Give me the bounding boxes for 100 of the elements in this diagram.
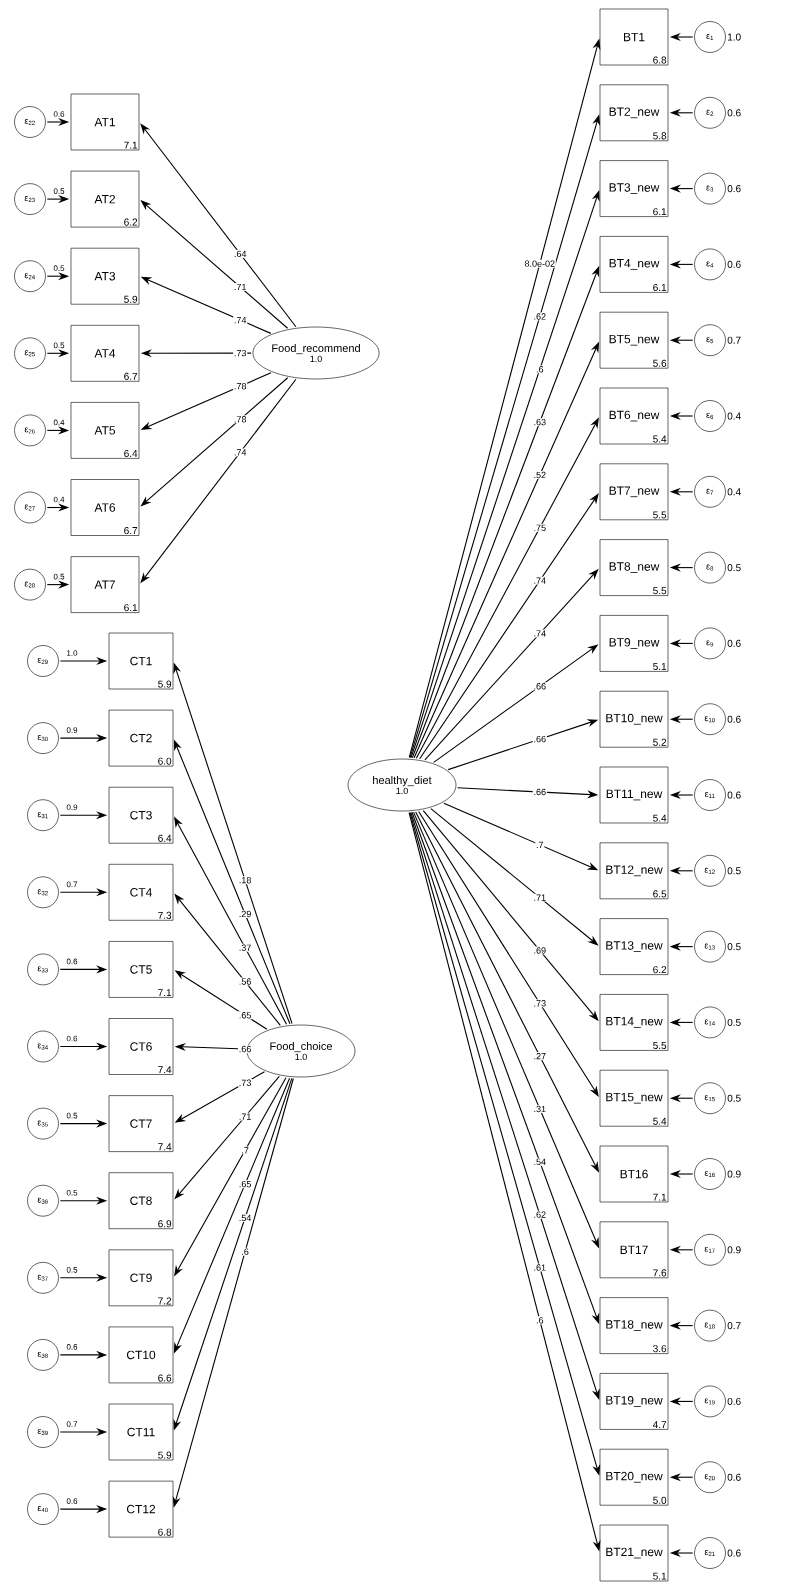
variance-label: 0.5: [727, 1094, 741, 1102]
indicator-box: BT14_new 5.5: [599, 994, 669, 1051]
indicator-box: AT2 6.2: [70, 170, 140, 228]
variance-label: 0.6: [727, 1397, 741, 1405]
indicator-box: CT12 6.8: [108, 1480, 174, 1538]
edge-label: .66: [534, 735, 546, 743]
edge-label: .62: [534, 313, 546, 320]
variance-label: 0.5: [727, 564, 741, 572]
edge-label: .71: [234, 283, 246, 291]
edge-label: .29: [239, 910, 251, 918]
variance-label: 0.7: [65, 881, 79, 888]
arrow: [140, 123, 297, 328]
edge-label: 8.0e-02: [524, 260, 555, 267]
variance-label: 0.6: [727, 1549, 741, 1557]
indicator-box: BT18_new 3.6: [599, 1297, 669, 1354]
variance-label: 1.0: [728, 33, 741, 41]
variance-label: 0.6: [65, 958, 79, 965]
edge-label: .37: [239, 944, 251, 951]
variance-label: 0.4: [52, 419, 66, 426]
indicator-box: BT4_new 6.1: [599, 236, 669, 293]
indicator-box: BT8_new 5.5: [599, 539, 669, 596]
indicator-box: CT9 7.2: [108, 1249, 174, 1307]
indicator-box: AT1 7.1: [70, 93, 140, 151]
variance-label: 0.6: [727, 109, 741, 117]
indicator-box: BT3_new 6.1: [599, 160, 669, 217]
indicator-box: CT8 6.9: [108, 1172, 174, 1229]
indicator-box: AT6 6.7: [70, 479, 140, 536]
edge-label: .6: [536, 1317, 544, 1324]
edge-label: .74: [234, 449, 247, 456]
edge-label: .75: [534, 524, 546, 531]
edge-label: .74: [534, 577, 546, 584]
indicator-box: CT7 7.4: [108, 1095, 174, 1152]
edge-label: .27: [534, 1053, 546, 1060]
arrow: [418, 810, 599, 1097]
indicator-box: BT19_new 4.7: [599, 1373, 669, 1430]
variance-label: 0.4: [727, 488, 741, 496]
variance-label: 0.5: [52, 573, 66, 580]
arrow: [419, 493, 599, 760]
variance-label: 0.6: [65, 1343, 79, 1351]
edge-label: .18: [239, 877, 251, 884]
variance-label: 0.5: [727, 943, 741, 951]
edge-label: .73: [239, 1079, 251, 1086]
edge-label: .56: [239, 978, 251, 985]
variance-label: 0.7: [727, 336, 741, 344]
indicator-box: CT2 6.0: [108, 709, 174, 767]
variance-label: 0.7: [727, 1322, 741, 1330]
variance-label: 0.4: [727, 412, 741, 420]
edge-label: .63: [534, 418, 546, 426]
indicator-box: BT12_new 6.5: [599, 842, 669, 900]
variance-label: 0.5: [727, 867, 741, 875]
indicator-box: BT13_new 6.2: [599, 918, 669, 975]
indicator-box: BT16 7.1: [599, 1145, 669, 1203]
edge-label: .31: [534, 1105, 546, 1113]
edge-label: .6: [536, 366, 544, 373]
edge-label: .74: [534, 630, 546, 637]
variance-label: 0.6: [727, 715, 741, 723]
variance-label: 0.9: [65, 803, 79, 811]
edge-label: .52: [534, 471, 546, 479]
edge-label: .66: [239, 1045, 251, 1053]
indicator-box: BT6_new 5.4: [599, 387, 669, 445]
indicator-box: CT10 6.6: [108, 1326, 174, 1384]
edge-label: .73: [234, 349, 247, 357]
indicator-box: BT7_new 5.5: [599, 463, 669, 521]
edge-label: .66: [534, 788, 546, 796]
indicator-box: AT7 6.1: [70, 556, 140, 613]
indicator-box: CT1 5.9: [108, 632, 174, 690]
variance-label: 0.5: [727, 1018, 741, 1026]
edge-label: .69: [534, 947, 546, 954]
variance-label: 0.5: [65, 1112, 79, 1119]
variance-label: 0.5: [52, 341, 66, 349]
variance-label: 0.6: [65, 1497, 79, 1505]
indicator-box: BT10_new 5.2: [599, 690, 669, 748]
indicator-box: BT21_new 5.1: [599, 1524, 669, 1582]
edge-label: .74: [234, 316, 247, 324]
variance-label: 0.5: [65, 1266, 79, 1274]
edge-label: .64: [234, 250, 247, 258]
edge-label: .66: [534, 683, 546, 690]
indicator-box: CT4 7.3: [108, 864, 174, 921]
variance-label: 0.6: [65, 1035, 79, 1042]
indicator-box: AT4 6.7: [70, 325, 140, 382]
indicator-box: BT20_new 5.0: [599, 1448, 669, 1506]
indicator-box: BT11_new 5.4: [599, 766, 669, 824]
variance-label: 0.6: [727, 185, 741, 193]
variance-label: 0.6: [727, 791, 741, 799]
edge-label: .65: [239, 1180, 251, 1188]
edge-label: .65: [239, 1012, 251, 1019]
indicator-box: BT15_new 5.4: [599, 1069, 669, 1127]
variance-label: 0.6: [727, 1473, 741, 1481]
indicator-box: AT5 6.4: [70, 402, 140, 459]
variance-label: 0.5: [52, 187, 66, 195]
variance-label: 0.7: [65, 1420, 79, 1428]
edge-label: .7: [536, 841, 544, 848]
edge-label: .78: [234, 383, 247, 390]
indicator-box: BT9_new 5.1: [599, 615, 669, 672]
edge-label: .71: [239, 1113, 251, 1120]
variance-label: 0.9: [727, 1170, 741, 1178]
edge-label: .54: [534, 1158, 546, 1165]
variance-label: 0.6: [727, 639, 741, 647]
indicator-box: BT1 6.8: [599, 8, 669, 66]
indicator-box: BT17 7.6: [599, 1221, 669, 1279]
